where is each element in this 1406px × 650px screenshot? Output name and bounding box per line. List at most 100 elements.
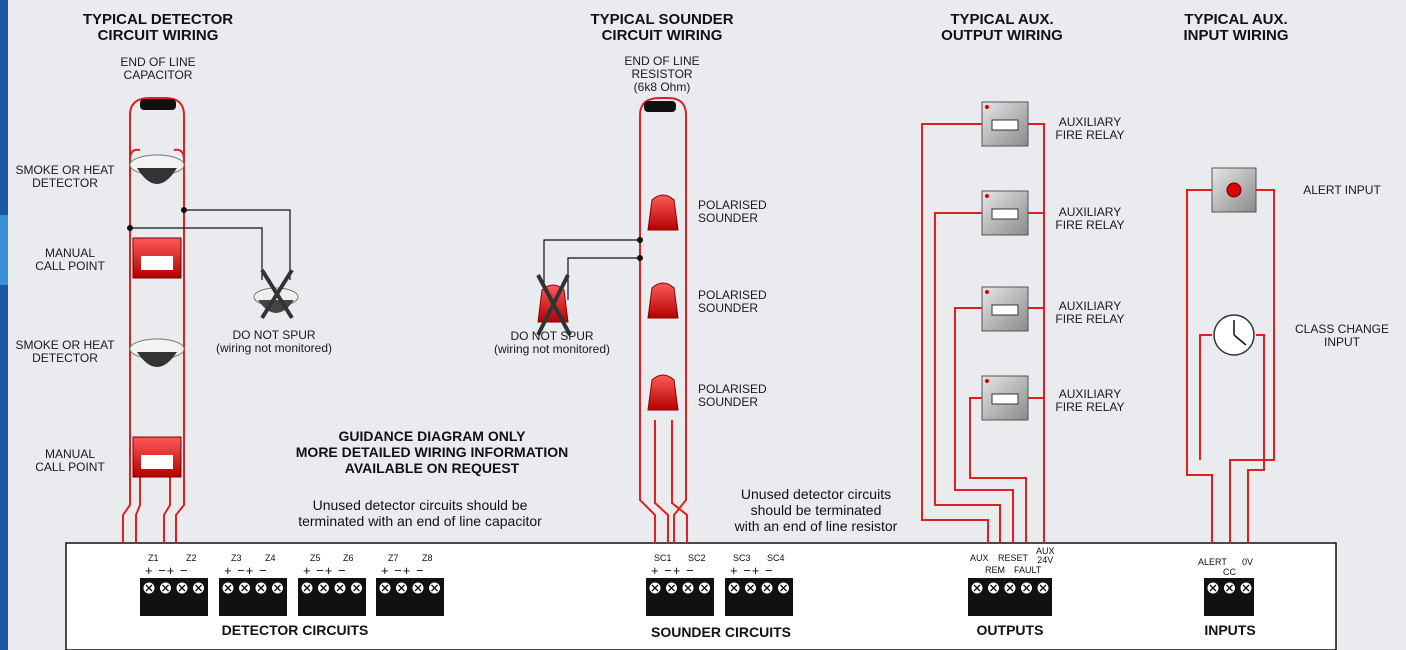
- eol-capacitor-icon: [140, 99, 176, 110]
- group-inputs: INPUTS: [1204, 622, 1256, 638]
- terminal-screw-slot: [320, 584, 327, 592]
- eol-resistor-icon: [644, 101, 676, 112]
- terminal-label-z2: Z2: [186, 553, 197, 563]
- manual-call-point-icon: [132, 237, 182, 279]
- terminal-screw-slot: [1226, 584, 1233, 592]
- eol-resistor-label: END OF LINE RESISTOR (6k8 Ohm): [624, 54, 700, 94]
- aux-relay-label-1: AUXILIARY FIRE RELAY: [1055, 115, 1125, 142]
- polarity-marks: + −+ −: [145, 563, 189, 578]
- terminal-screw-slot: [973, 584, 981, 592]
- terminal-screw-slot: [1209, 584, 1217, 592]
- terminal-screw-slot: [1023, 584, 1030, 592]
- manual-call-point-icon: [132, 436, 182, 478]
- terminal-screw-slot: [336, 584, 344, 592]
- terminal-screw-slot: [274, 584, 281, 592]
- terminal-screw-slot: [747, 584, 754, 592]
- terminal-screw-slot: [195, 584, 202, 592]
- terminal-label-z5: Z5: [310, 553, 321, 563]
- terminal-screw-slot: [651, 584, 659, 592]
- terminal-screw-slot: [353, 584, 360, 592]
- terminal-label-fault: FAULT: [1014, 565, 1042, 575]
- terminal-label-aux: AUX: [970, 553, 989, 563]
- terminal-label-alert: ALERT: [1198, 557, 1227, 567]
- polarised-sounder-label-3: POLARISED SOUNDER: [698, 382, 767, 409]
- terminal-label-sc1: SC1: [654, 553, 672, 563]
- eol-capacitor-label: END OF LINE CAPACITOR: [120, 55, 196, 82]
- do-not-spur-label: DO NOT SPUR (wiring not monitored): [215, 328, 333, 355]
- aux-input-wires: [1186, 189, 1275, 543]
- aux-relay-label-4: AUXILIARY FIRE RELAY: [1055, 387, 1125, 414]
- smoke-heat-label-2: SMOKE OR HEAT DETECTOR: [15, 338, 115, 365]
- alert-input-label: ALERT INPUT: [1303, 183, 1381, 197]
- terminal-screw-slot: [1242, 584, 1250, 592]
- aux-relay-label-2: AUXILIARY FIRE RELAY: [1055, 205, 1125, 232]
- terminal-screw-slot: [241, 584, 248, 592]
- group-sounder-circuits: SOUNDER CIRCUITS: [650, 624, 791, 640]
- class-change-input-label: CLASS CHANGE INPUT: [1294, 322, 1390, 349]
- terminal-label-sc3: SC3: [733, 553, 751, 563]
- terminal-screw-slot: [303, 584, 311, 592]
- terminal-label-z6: Z6: [343, 553, 354, 563]
- terminal-screw-slot: [431, 584, 438, 592]
- aux-fire-relay-icon: [981, 286, 1029, 332]
- title-aux-output: TYPICAL AUX. OUTPUT WIRING: [941, 11, 1063, 44]
- terminal-screw-slot: [381, 584, 389, 592]
- do-not-spur-label-2: DO NOT SPUR (wiring not monitored): [493, 329, 611, 356]
- do-not-spur-sounder-icon: [536, 274, 572, 336]
- polarised-sounder-icon: [647, 282, 679, 319]
- terminal-label-z4: Z4: [265, 553, 276, 563]
- resistor-note: Unused detector circuits should be termi…: [734, 486, 898, 534]
- manual-call-point-label: MANUAL CALL POINT: [35, 246, 105, 273]
- smoke-detector-icon: [129, 154, 185, 184]
- smoke-detector-icon: [129, 338, 185, 367]
- clock-icon: [1213, 314, 1255, 356]
- spur-junction-dot: [637, 255, 643, 261]
- terminal-screw-slot: [1006, 584, 1014, 592]
- terminal-label-sc2: SC2: [688, 553, 706, 563]
- group-detector-circuits: DETECTOR CIRCUITS: [221, 622, 369, 638]
- aux-fire-relay-icon: [981, 190, 1029, 236]
- terminal-screw-slot: [178, 584, 186, 592]
- spur-junction-dot: [127, 225, 133, 231]
- polarised-sounder-label: POLARISED SOUNDER: [698, 198, 767, 225]
- spur-junction-dot: [637, 237, 643, 243]
- spur-junction-dot: [181, 207, 187, 213]
- title-detector: TYPICAL DETECTOR CIRCUIT WIRING: [82, 11, 234, 44]
- terminal-screw-slot: [684, 584, 692, 592]
- terminal-screw-slot: [398, 584, 405, 592]
- terminal-screw-slot: [701, 584, 708, 592]
- polarised-sounder-label-2: POLARISED SOUNDER: [698, 288, 767, 315]
- terminal-label-rem: REM: [985, 565, 1005, 575]
- terminal-label-z1: Z1: [148, 553, 159, 563]
- aux-fire-relay-icon: [981, 375, 1029, 421]
- title-aux-input: TYPICAL AUX. INPUT WIRING: [1183, 11, 1289, 44]
- polarity-marks: + −+ −: [730, 563, 774, 578]
- terminal-label-aux24v: AUX 24V: [1036, 546, 1055, 565]
- terminal-label-z3: Z3: [231, 553, 242, 563]
- alert-input-button-icon: [1211, 167, 1257, 213]
- group-outputs: OUTPUTS: [976, 622, 1044, 638]
- sounder-spur-wires: [543, 239, 640, 300]
- detector-spur-wires: [130, 209, 291, 280]
- terminal-label-z8: Z8: [422, 553, 433, 563]
- sounder-circuit-wires: [639, 97, 688, 543]
- polarity-marks: + −+ −: [381, 563, 425, 578]
- terminal-screw-slot: [780, 584, 787, 592]
- polarised-sounder-icon: [647, 194, 679, 231]
- terminal-screw-slot: [668, 584, 675, 592]
- terminal-screw-slot: [730, 584, 738, 592]
- terminal-screws: [142, 581, 1253, 595]
- polarised-sounder-icon: [647, 374, 679, 411]
- terminal-screw-slot: [162, 584, 169, 592]
- terminal-screw-slot: [763, 584, 771, 592]
- terminal-label-reset: RESET: [998, 553, 1029, 563]
- terminal-screw-slot: [414, 584, 422, 592]
- polarity-marks: + −+ −: [651, 563, 695, 578]
- terminal-screw-slot: [224, 584, 232, 592]
- capacitor-note: Unused detector circuits should be termi…: [298, 497, 542, 529]
- title-sounder: TYPICAL SOUNDER CIRCUIT WIRING: [590, 11, 734, 44]
- polarity-marks: + −+ −: [224, 563, 268, 578]
- terminal-label-cc: CC: [1223, 567, 1236, 577]
- terminal-screw-slot: [257, 584, 265, 592]
